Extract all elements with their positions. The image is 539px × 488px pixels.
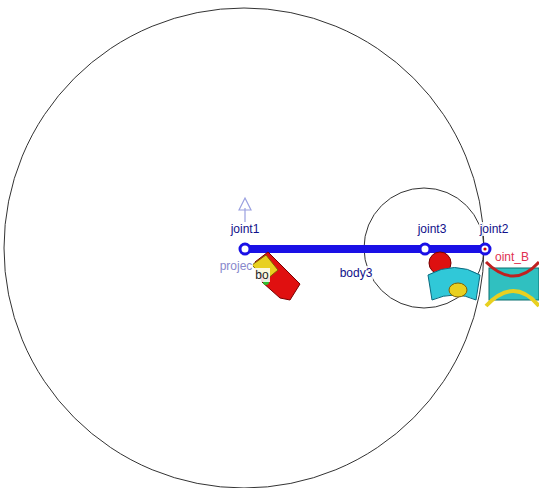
part-label: body3 [339, 266, 374, 280]
joint-glyph [428, 268, 480, 301]
bar-body [245, 245, 485, 253]
frame-arrow [239, 198, 251, 222]
joint-marker [480, 244, 490, 254]
joint-dot [483, 247, 486, 250]
sensor-glyph [252, 252, 300, 300]
part-label: joint3 [417, 222, 448, 236]
joint-marker [240, 244, 250, 254]
part-label: bo [254, 268, 269, 282]
part-label: projec [219, 259, 254, 273]
revolute-glyph [486, 262, 539, 306]
part-label: joint1 [230, 222, 261, 236]
large-circle [4, 8, 484, 488]
part-label: oint_B [494, 250, 530, 264]
part-label: joint2 [479, 222, 510, 236]
joint-marker [420, 244, 430, 254]
